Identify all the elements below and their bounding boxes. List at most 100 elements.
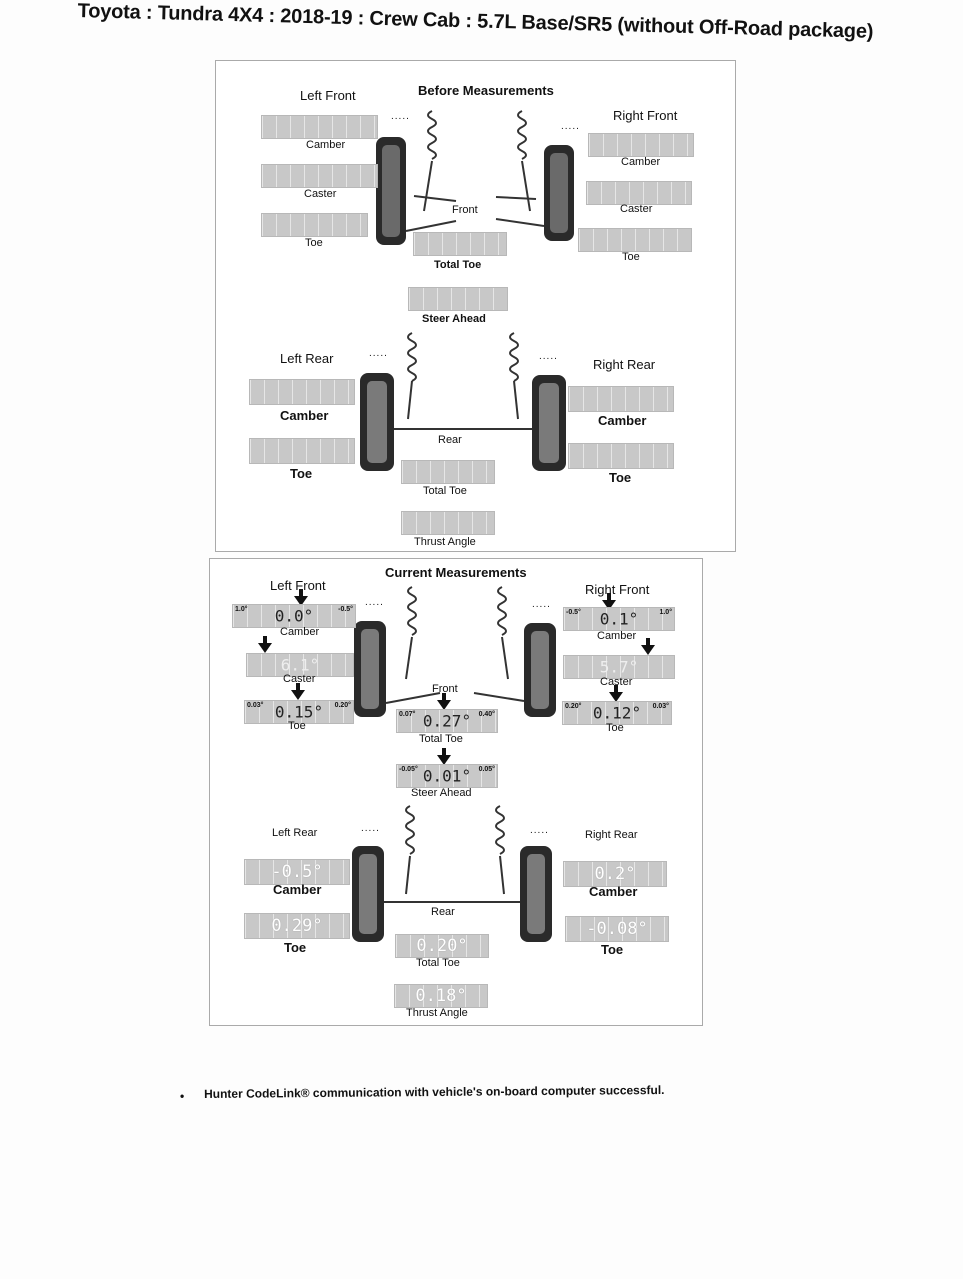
current-lf-caster-label: Caster [283, 673, 316, 685]
before-thrust-angle-label: Thrust Angle [414, 536, 476, 548]
current-lr-camber-label: Camber [273, 882, 322, 897]
current-left-front-dots: ..... [365, 597, 384, 608]
current-rr-camber-gauge: 0.2° [563, 861, 667, 887]
before-steer-ahead-label: Steer Ahead [422, 313, 486, 325]
current-rf-camber-arrow [602, 593, 616, 610]
footer-note: Hunter CodeLink® communication with vehi… [204, 1082, 665, 1101]
before-rear-label: Rear [438, 434, 462, 446]
before-lr-camber-gauge [249, 379, 355, 405]
current-right-front-dots: ..... [532, 599, 551, 610]
current-right-rear-label: Right Rear [585, 829, 638, 841]
current-rear-suspension-diagram [352, 805, 552, 942]
current-rr-camber-value: 0.2° [594, 864, 636, 884]
current-lr-toe-label: Toe [284, 940, 307, 955]
before-lf-caster-label: Caster [304, 188, 337, 200]
current-thrust-angle-gauge: 0.18° [394, 984, 488, 1008]
current-rr-camber-label: Camber [589, 884, 638, 899]
before-rr-toe-label: Toe [609, 470, 632, 485]
before-rf-toe-label: Toe [622, 251, 640, 263]
current-lf-caster-value: 6.1° [280, 655, 320, 675]
before-right-rear-label: Right Rear [593, 357, 656, 372]
before-left-rear-label: Left Rear [280, 351, 334, 366]
before-measurements-panel: Before Measurements Front Left Front ...… [215, 60, 736, 552]
before-rf-caster-gauge [586, 181, 692, 205]
before-lf-caster-gauge [261, 164, 378, 188]
before-rr-camber-label: Camber [598, 413, 647, 428]
current-thrust-angle-value: 0.18° [415, 986, 467, 1006]
before-rr-toe-gauge [568, 443, 674, 469]
before-rf-camber-gauge [588, 133, 694, 157]
current-left-rear-label: Left Rear [272, 827, 318, 839]
current-rf-caster-gauge: 5.7° [563, 655, 675, 679]
current-rf-camber-value: 0.1° [599, 609, 639, 629]
current-steer-ahead-value: 0.01° [422, 766, 472, 786]
current-lr-camber-gauge: -0.5° [244, 859, 350, 885]
current-rf-caster-value: 5.7° [599, 657, 639, 677]
current-lf-toe-value: 0.15° [274, 702, 324, 722]
current-lr-camber-value: -0.5° [271, 862, 323, 882]
current-rr-toe-label: Toe [601, 942, 624, 957]
before-title: Before Measurements [418, 83, 554, 98]
current-steer-ahead-gauge: -0.05° 0.05° 0.01° [396, 764, 498, 788]
before-total-toe-label: Total Toe [434, 259, 482, 271]
current-rf-toe-label: Toe [606, 722, 624, 734]
current-lr-toe-gauge: 0.29° [244, 913, 350, 939]
before-left-front-dots: ..... [391, 111, 410, 122]
before-left-front-label: Left Front [300, 88, 356, 103]
current-rear-total-toe-label: Total Toe [416, 957, 460, 969]
current-right-rear-dots: ..... [530, 825, 549, 836]
front-suspension-diagram [376, 110, 574, 245]
before-rf-toe-gauge [578, 228, 692, 252]
current-rf-toe-arrow [609, 685, 623, 702]
current-rf-caster-label: Caster [600, 676, 633, 688]
before-left-rear-dots: ..... [369, 348, 388, 359]
before-steer-ahead-gauge [408, 287, 508, 311]
current-steer-ahead-label: Steer Ahead [411, 787, 472, 799]
current-rear-label: Rear [431, 906, 455, 918]
page-title: Toyota : Tundra 4X4 : 2018-19 : Crew Cab… [77, 0, 874, 43]
before-right-front-label: Right Front [613, 108, 678, 123]
before-rr-camber-gauge [568, 386, 674, 412]
current-lf-camber-arrow [294, 589, 308, 606]
before-lf-camber-gauge [261, 115, 378, 139]
current-rf-camber-min: -0.5° [566, 609, 581, 616]
current-lf-caster-arrow [258, 636, 272, 653]
current-measurements-panel: Current Measurements Front Left Front ..… [209, 558, 703, 1026]
current-lf-camber-value: 0.0° [274, 606, 314, 626]
before-rf-caster-label: Caster [620, 203, 653, 215]
current-rf-camber-max: 1.0° [659, 609, 672, 616]
current-left-front-label: Left Front [270, 578, 326, 593]
current-total-toe-value: 0.27° [422, 711, 472, 731]
current-rr-toe-gauge: -0.08° [565, 916, 669, 942]
current-steer-ahead-min: -0.05° [399, 766, 418, 773]
current-lf-caster-gauge: 6.1° [246, 653, 354, 677]
before-lr-camber-label: Camber [280, 408, 329, 423]
current-rf-toe-max: 0.03° [652, 703, 669, 710]
current-rf-camber-gauge: -0.5° 1.0° 0.1° [563, 607, 675, 631]
before-rear-total-toe-gauge [401, 460, 495, 484]
current-lf-toe-max: 0.20° [334, 702, 351, 709]
current-lf-camber-max: -0.5° [338, 606, 353, 613]
before-right-front-dots: ..... [561, 121, 580, 132]
current-lf-toe-min: 0.03° [247, 702, 264, 709]
before-lf-toe-label: Toe [305, 237, 323, 249]
current-lf-toe-label: Toe [288, 720, 306, 732]
before-lf-camber-label: Camber [306, 139, 346, 151]
before-rf-camber-label: Camber [621, 156, 661, 168]
current-rr-toe-value: -0.08° [586, 919, 648, 939]
before-total-toe-gauge [413, 232, 507, 256]
before-rear-total-toe-label: Total Toe [423, 485, 467, 497]
current-rf-camber-label: Camber [597, 630, 637, 642]
current-steer-ahead-max: 0.05° [478, 766, 495, 773]
before-front-label: Front [452, 204, 478, 216]
current-rf-caster-arrow [641, 638, 655, 655]
current-rf-toe-value: 0.12° [592, 703, 642, 723]
current-right-front-label: Right Front [585, 582, 650, 597]
current-lf-camber-min: 1.0° [235, 606, 248, 613]
footer-bullet: • [180, 1089, 185, 1103]
current-lf-toe-gauge: 0.03° 0.20° 0.15° [244, 700, 354, 724]
before-thrust-angle-gauge [401, 511, 495, 535]
before-lf-toe-gauge [261, 213, 368, 237]
current-lf-camber-label: Camber [280, 626, 320, 638]
current-total-toe-max: 0.40° [478, 711, 495, 718]
